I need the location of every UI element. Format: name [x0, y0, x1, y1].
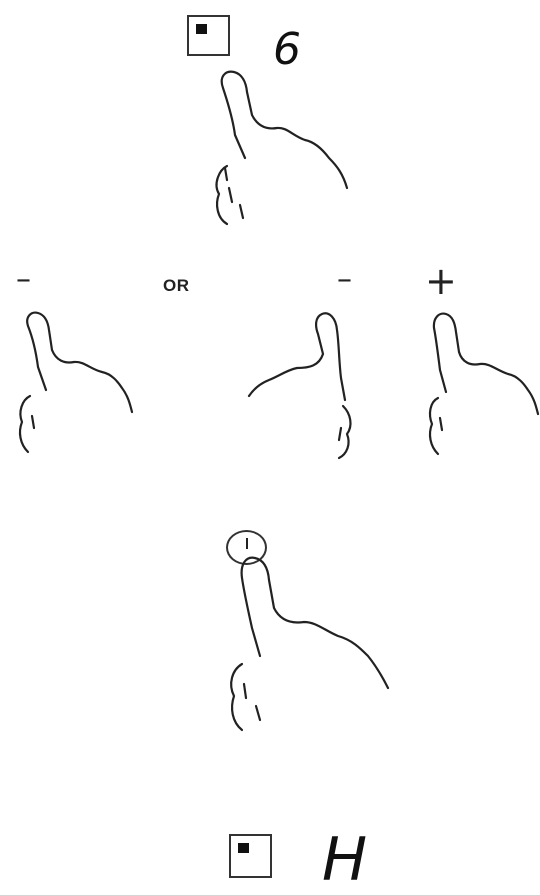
hand-pointer-icon [205, 70, 355, 235]
hand-pointer-icon-minus [247, 310, 362, 460]
hand-pointer-icon-onoff [218, 556, 393, 736]
display-value-bottom: H [322, 830, 367, 890]
timer-icon [187, 15, 230, 56]
display-value-top: 6 [273, 28, 301, 72]
minus-symbol-left: – [16, 265, 31, 295]
power-line [246, 538, 248, 549]
plus-symbol: + [425, 262, 457, 300]
hand-pointer-icon-plus [428, 312, 540, 462]
minus-symbol-right: – [337, 265, 352, 295]
timer-indicator-dot [238, 843, 249, 853]
hand-pointer-icon-left [12, 312, 142, 462]
timer-indicator-dot [196, 24, 207, 34]
or-label: OR [163, 276, 190, 296]
timer-icon [229, 834, 272, 878]
